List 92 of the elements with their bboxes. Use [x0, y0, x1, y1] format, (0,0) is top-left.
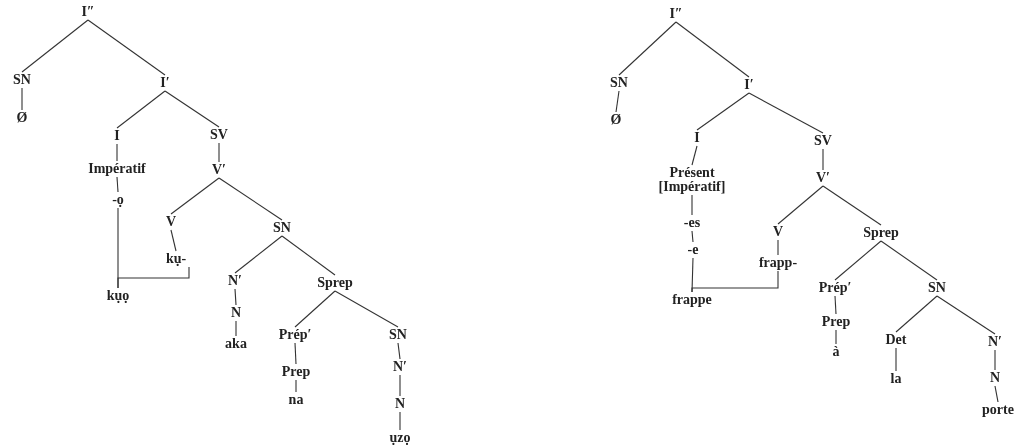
tree-branch — [994, 349, 996, 371]
tree-node-label: à — [832, 344, 840, 360]
tree-branch — [397, 342, 401, 360]
tree-node-label: SN — [610, 75, 628, 91]
tree-node-label: SV — [210, 127, 228, 143]
tree-branch — [834, 295, 837, 315]
tree-branch — [895, 347, 897, 372]
tree-branch — [748, 92, 824, 134]
tree-branch — [936, 295, 996, 335]
tree-branch — [21, 19, 89, 73]
tree-node-label: SN — [928, 280, 946, 296]
tree-branch — [295, 379, 297, 393]
tree-branch — [116, 90, 166, 129]
tree-node-label: V — [165, 214, 177, 230]
tree-node-label: I″ — [81, 4, 95, 20]
tree-branch — [691, 194, 693, 216]
tree-node-label: na — [288, 392, 304, 408]
tree-branch — [777, 239, 779, 256]
tree-node-label: Det — [885, 332, 907, 348]
tree-branch — [116, 176, 119, 193]
tree-branch — [822, 185, 882, 226]
tree-branch — [234, 288, 237, 306]
tree-branch — [895, 295, 938, 333]
tree-branch — [675, 21, 750, 78]
tree-node-label: V′ — [815, 170, 831, 186]
tree-node-label: V′ — [211, 162, 227, 178]
tree-branch — [615, 90, 620, 113]
tree-node-label: frappe — [672, 292, 712, 308]
tree-node-label: I′ — [744, 77, 754, 93]
tree-branch — [117, 266, 190, 289]
tree-node-label: Ø — [610, 112, 622, 128]
tree-branch — [294, 290, 336, 328]
tree-branch — [399, 374, 401, 397]
tree-node-label: SN — [13, 72, 31, 88]
tree-node-label: -es — [683, 215, 701, 231]
tree-node-label: -e — [687, 242, 699, 258]
tree-node-label: Prép′ — [278, 327, 312, 343]
tree-node-label: Sprep — [863, 225, 899, 241]
tree-node-label: N′ — [987, 334, 1003, 350]
tree-branch — [835, 329, 837, 345]
tree-branch — [21, 87, 23, 111]
tree-branch — [691, 230, 694, 243]
tree-node-label: la — [890, 371, 902, 387]
tree-branch — [116, 143, 118, 162]
tree-node-label: -ọ — [112, 192, 124, 208]
tree-node-label: N — [394, 396, 406, 412]
tree-node-label: frapp- — [758, 255, 798, 271]
tree-node-label: aka — [225, 336, 247, 352]
tree-branch — [170, 177, 220, 215]
tree-branch — [822, 148, 824, 171]
tree-node-label: N — [989, 370, 1001, 386]
tree-node-label: Impératif — [88, 161, 146, 177]
tree-node-label: Prép′ — [818, 280, 852, 296]
tree-branch — [696, 92, 750, 131]
tree-node-label: Prep — [281, 364, 311, 380]
tree-branch — [281, 235, 336, 276]
tree-branch — [87, 19, 166, 76]
tree-branch — [334, 290, 399, 328]
tree-branch — [834, 240, 882, 281]
tree-branch — [691, 145, 698, 166]
tree-node-label: kụọ — [106, 288, 130, 304]
tree-branch — [234, 235, 283, 274]
tree-node-label: I″ — [669, 6, 683, 22]
tree-branch — [691, 270, 779, 293]
tree-node-label: Ø — [16, 110, 28, 126]
tree-branch — [880, 240, 938, 281]
tree-node-label: N′ — [392, 359, 408, 375]
tree-node-label: I — [694, 130, 700, 146]
tree-branch — [218, 177, 283, 221]
tree-branch — [994, 385, 999, 403]
tree-node-label: SN — [273, 220, 291, 236]
tree-branch — [294, 342, 297, 365]
tree-node-label: Prep — [821, 314, 851, 330]
tree-node-label: I — [114, 128, 120, 144]
tree-branch — [218, 142, 220, 163]
tree-node-label: I′ — [160, 75, 170, 91]
tree-branch — [618, 21, 677, 76]
tree-node-label: porte — [982, 402, 1014, 418]
tree-node-label: kụ- — [165, 251, 187, 267]
tree-node-label: V — [772, 224, 784, 240]
tree-branch — [777, 185, 824, 225]
tree-node-label: N — [230, 305, 242, 321]
tree-node-label: ụzọ — [389, 430, 411, 446]
tree-branch — [164, 90, 220, 128]
tree-branch — [235, 320, 237, 337]
tree-branch — [399, 411, 401, 431]
tree-node-label: Présent [Impératif] — [652, 165, 732, 195]
tree-node-label: SV — [814, 133, 832, 149]
tree-node-label: Sprep — [317, 275, 353, 291]
tree-node-label: SN — [389, 327, 407, 343]
tree-node-label: N′ — [227, 273, 243, 289]
tree-branch — [170, 229, 177, 252]
